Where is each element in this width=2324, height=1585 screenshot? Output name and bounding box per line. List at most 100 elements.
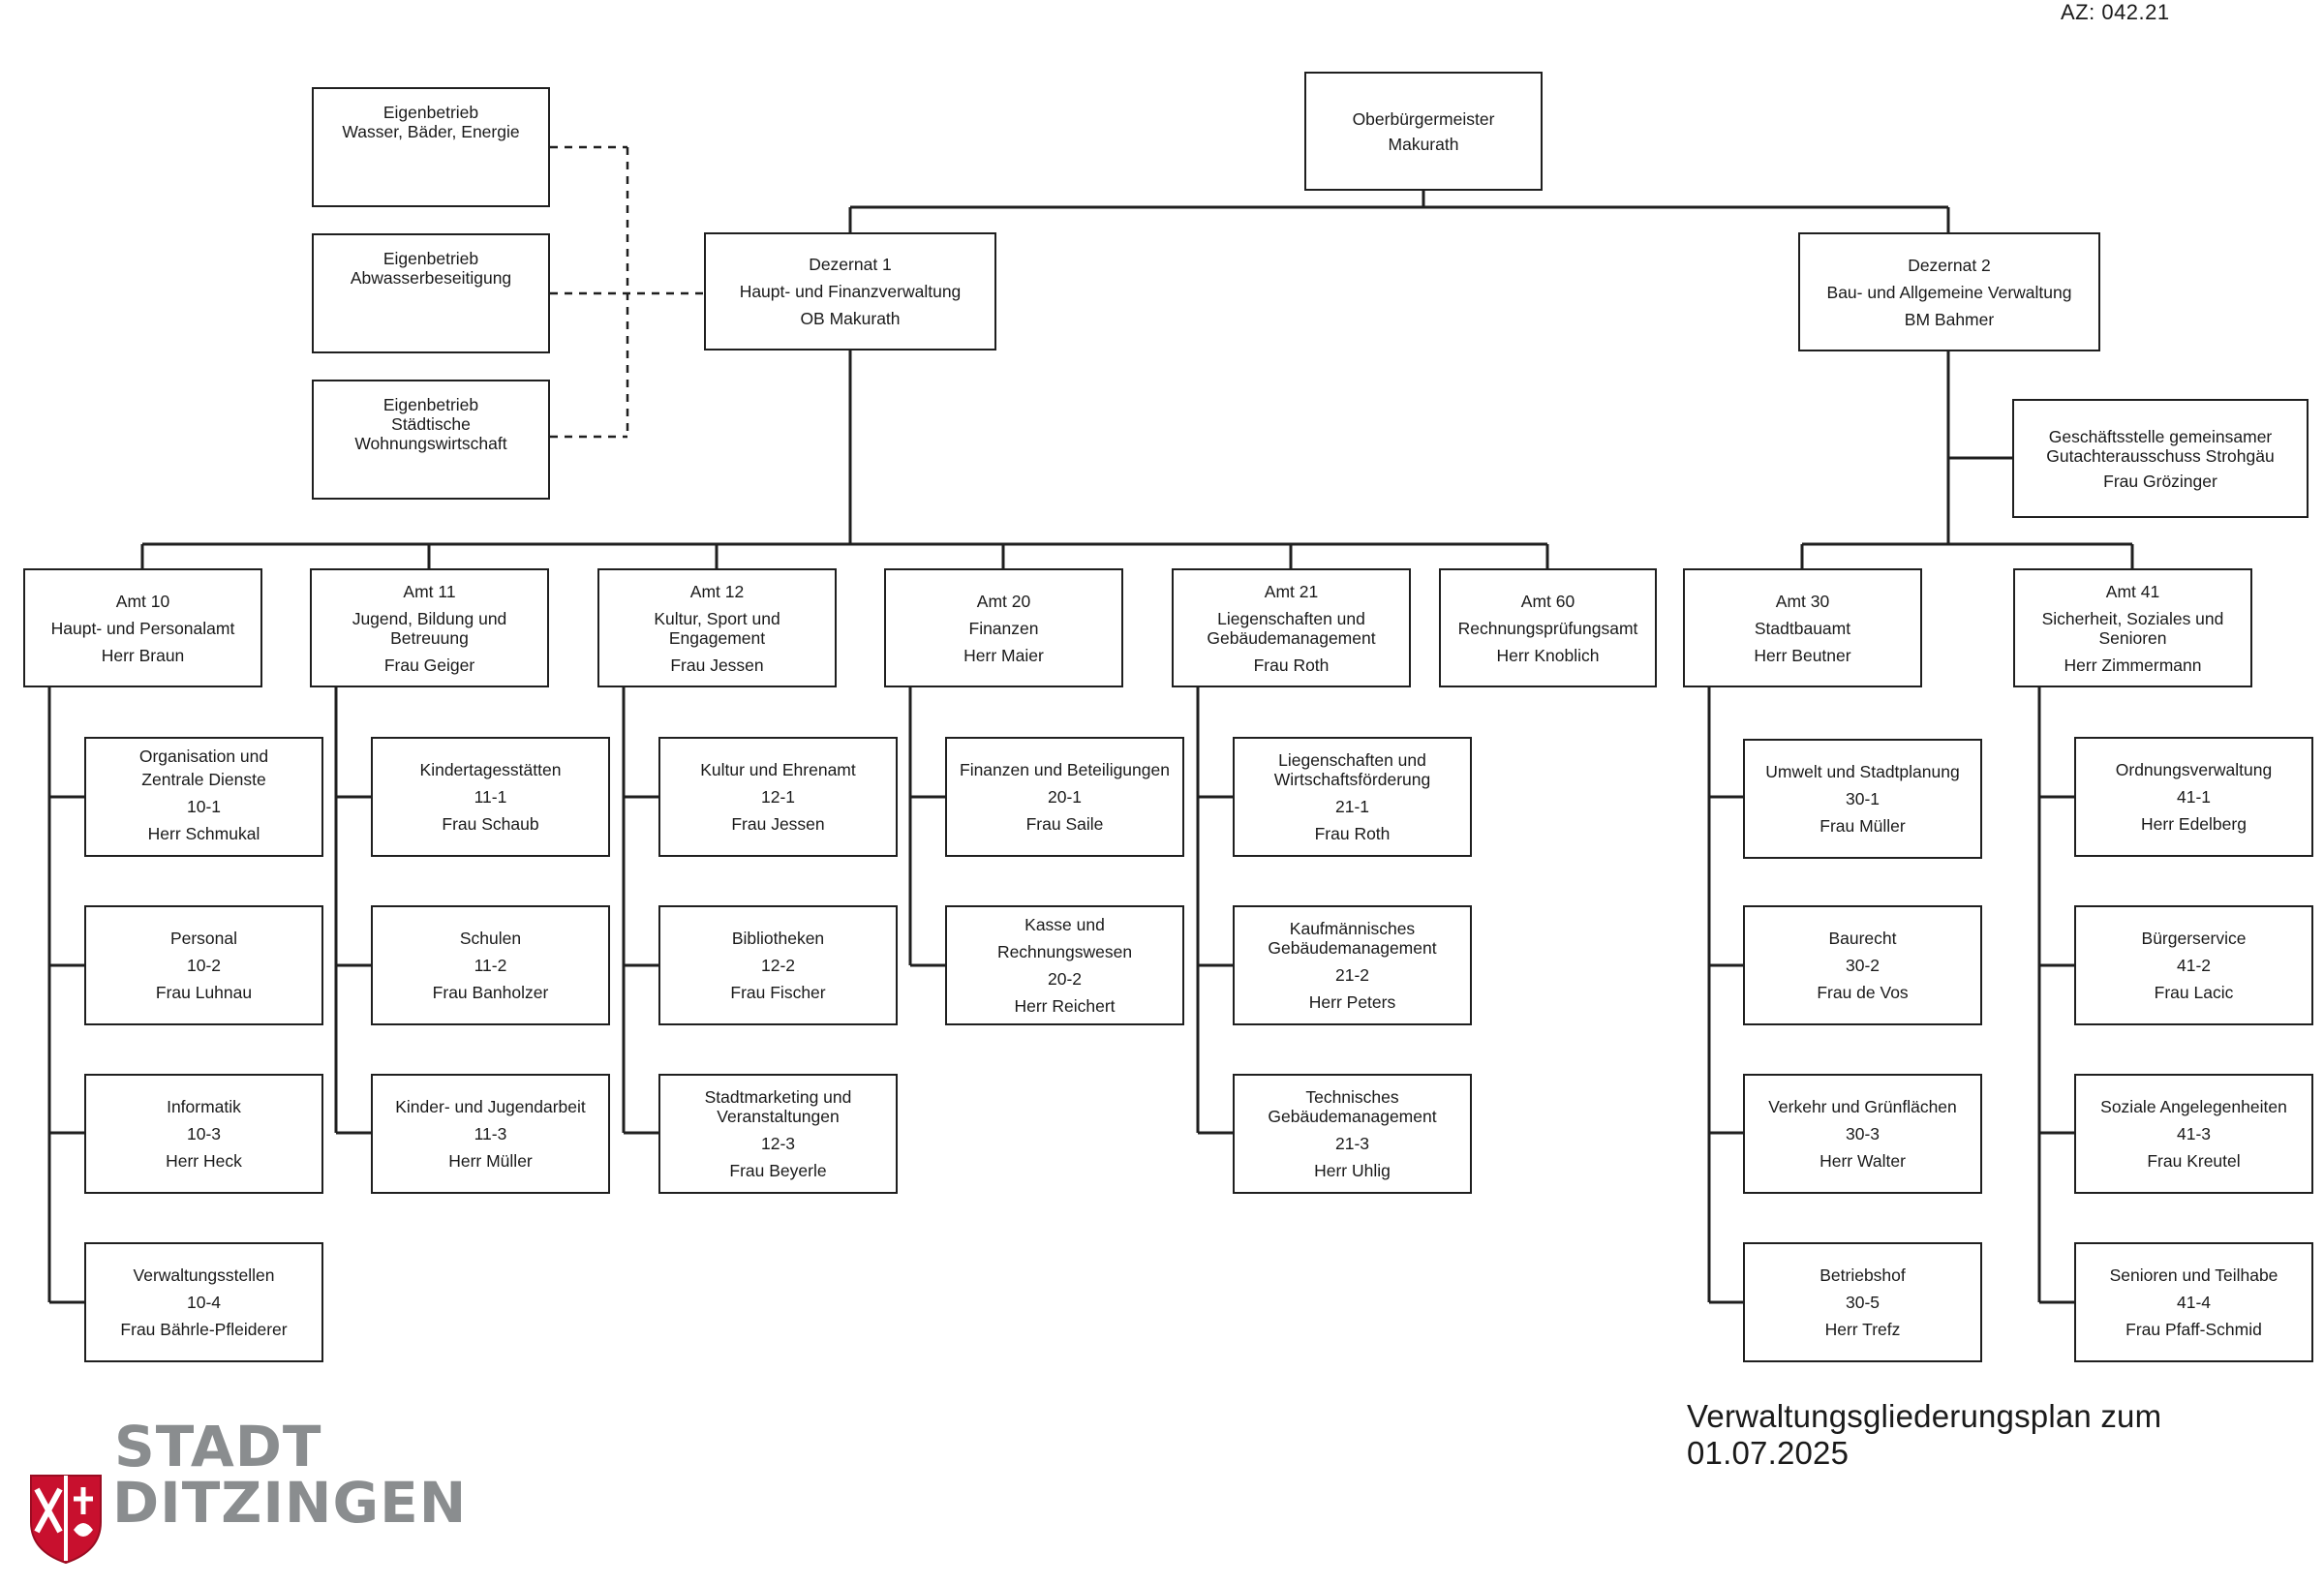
node-amt-20: Amt 20 Finanzen Herr Maier: [884, 568, 1123, 687]
unit-name: Finanzen und Beteiligungen: [960, 760, 1170, 779]
unit-name: Organisation und: [138, 746, 269, 766]
node-10-2: Personal 10-2 Frau Luhnau: [84, 905, 323, 1025]
unit-person: Frau Roth: [1314, 824, 1391, 843]
node-41-3: Soziale Angelegenheiten 41-3 Frau Kreute…: [2074, 1074, 2313, 1194]
node-11-3: Kinder- und Jugendarbeit 11-3 Herr Mülle…: [371, 1074, 610, 1194]
unit-code: 10-2: [186, 956, 222, 975]
node-title: Amt 20: [976, 591, 1031, 611]
unit-code: 20-2: [1047, 969, 1083, 989]
unit-person: Herr Trefz: [1824, 1320, 1901, 1339]
node-30-3: Verkehr und Grünflächen 30-3 Herr Walter: [1743, 1074, 1982, 1194]
unit-name: Bibliotheken: [731, 929, 825, 948]
unit-code: 30-3: [1845, 1124, 1881, 1143]
node-amt-12: Amt 12 Kultur, Sport und Engagement Frau…: [597, 568, 837, 687]
unit-code: 10-3: [186, 1124, 222, 1143]
node-person: Herr Beutner: [1754, 645, 1851, 665]
node-subtitle: Gutachterausschuss Strohgäu: [2046, 445, 2275, 466]
node-subtitle: Rechnungsprüfungsamt: [1457, 618, 1638, 638]
unit-code: 11-2: [474, 956, 507, 975]
unit-person: Herr Müller: [448, 1151, 533, 1171]
node-21-1: Liegenschaften und Wirtschaftsförderung …: [1233, 737, 1472, 857]
unit-name: Kasse und: [1024, 915, 1105, 934]
unit-person: Herr Heck: [166, 1151, 242, 1171]
node-person: OB Makurath: [800, 309, 901, 328]
unit-code: 21-2: [1334, 965, 1370, 985]
unit-name: Betriebshof: [1819, 1265, 1906, 1285]
reference-number: AZ: 042.21: [2061, 0, 2170, 24]
unit-code: 41-3: [2176, 1124, 2212, 1143]
node-subtitle: Liegenschaften und: [1217, 608, 1365, 628]
node-subtitle: Wasser, Bäder, Energie: [342, 122, 520, 141]
node-title: Amt 60: [1520, 591, 1575, 611]
logo-text-line-1: STADT: [114, 1414, 322, 1479]
node-subtitle: Abwasserbeseitigung: [350, 268, 512, 288]
unit-name: Senioren und Teilhabe: [2109, 1265, 2278, 1285]
node-subtitle-2: Engagement: [668, 627, 766, 648]
unit-person: Frau Müller: [1819, 816, 1906, 836]
city-logo: STADT DITZINGEN: [27, 1414, 466, 1578]
node-amt-41: Amt 41 Sicherheit, Soziales und Senioren…: [2013, 568, 2252, 687]
unit-code: 30-5: [1845, 1293, 1881, 1312]
node-41-2: Bürgerservice 41-2 Frau Lacic: [2074, 905, 2313, 1025]
node-title: Amt 12: [689, 581, 745, 601]
node-person: Herr Maier: [963, 645, 1044, 665]
node-person: Makurath: [1388, 134, 1459, 154]
unit-name: Baurecht: [1828, 929, 1897, 948]
unit-code: 10-4: [186, 1293, 222, 1312]
node-subtitle-2: Gebäudemanagement: [1207, 627, 1376, 648]
unit-person: Frau de Vos: [1817, 983, 1909, 1002]
unit-person: Frau Bährle-Pfleiderer: [120, 1320, 288, 1339]
node-person: Herr Knoblich: [1496, 645, 1600, 665]
logo-text-line-2: DITZINGEN: [112, 1470, 468, 1536]
node-12-1: Kultur und Ehrenamt 12-1 Frau Jessen: [658, 737, 898, 857]
node-subtitle: Haupt- und Personalamt: [50, 618, 235, 638]
node-subtitle: Finanzen: [968, 618, 1039, 638]
unit-code: 12-1: [760, 787, 796, 807]
node-title: Eigenbetrieb: [382, 103, 479, 122]
node-eigenbetrieb-abwasser: Eigenbetrieb Abwasserbeseitigung: [312, 233, 550, 353]
unit-person: Frau Kreutel: [2147, 1151, 2241, 1171]
node-subtitle: Stadtbauamt: [1754, 618, 1851, 638]
node-amt-10: Amt 10 Haupt- und Personalamt Herr Braun: [23, 568, 262, 687]
node-11-2: Schulen 11-2 Frau Banholzer: [371, 905, 610, 1025]
unit-code: 12-3: [760, 1134, 796, 1153]
unit-person: Frau Banholzer: [432, 983, 549, 1002]
unit-name: Verwaltungsstellen: [133, 1265, 275, 1285]
unit-code: 10-1: [186, 796, 222, 816]
unit-name: Kultur und Ehrenamt: [700, 760, 856, 779]
unit-name-2: Rechnungswesen: [996, 942, 1133, 961]
unit-name: Verkehr und Grünflächen: [1768, 1097, 1957, 1116]
unit-person: Herr Schmukal: [147, 823, 260, 843]
unit-name: Umwelt und Stadtplanung: [1765, 762, 1960, 781]
node-title: Dezernat 1: [809, 255, 892, 274]
unit-code: 41-1: [2176, 787, 2212, 807]
node-11-1: Kindertagesstätten 11-1 Frau Schaub: [371, 737, 610, 857]
unit-code: 21-1: [1334, 797, 1370, 816]
node-title: Amt 11: [403, 581, 456, 601]
node-subtitle-2: Senioren: [2098, 627, 2167, 648]
node-subtitle: Haupt- und Finanzverwaltung: [739, 282, 962, 301]
unit-person: Frau Lacic: [2154, 983, 2234, 1002]
node-dezernat-1: Dezernat 1 Haupt- und Finanzverwaltung O…: [704, 232, 996, 351]
node-subtitle: Kultur, Sport und: [654, 608, 780, 628]
unit-name-2: Veranstaltungen: [717, 1107, 840, 1126]
node-person: Herr Zimmermann: [2064, 655, 2202, 675]
node-title: Amt 30: [1775, 591, 1830, 611]
unit-name: Kindertagesstätten: [419, 760, 562, 779]
node-amt-30: Amt 30 Stadtbauamt Herr Beutner: [1683, 568, 1922, 687]
node-dezernat-2: Dezernat 2 Bau- und Allgemeine Verwaltun…: [1798, 232, 2100, 351]
node-12-3: Stadtmarketing und Veranstaltungen 12-3 …: [658, 1074, 898, 1194]
unit-code: 21-3: [1334, 1134, 1370, 1153]
node-amt-60: Amt 60 Rechnungsprüfungsamt Herr Knoblic…: [1439, 568, 1657, 687]
unit-person: Frau Schaub: [442, 814, 539, 834]
node-person: Frau Jessen: [670, 655, 764, 675]
node-41-1: Ordnungsverwaltung 41-1 Herr Edelberg: [2074, 737, 2313, 857]
unit-code: 30-1: [1845, 789, 1881, 808]
unit-name: Liegenschaften und: [1278, 750, 1426, 770]
node-10-1: Organisation und Zentrale Dienste 10-1 H…: [84, 737, 323, 857]
node-30-2: Baurecht 30-2 Frau de Vos: [1743, 905, 1982, 1025]
unit-person: Herr Walter: [1819, 1151, 1906, 1171]
unit-name: Kaufmännisches: [1289, 919, 1416, 938]
unit-person: Frau Beyerle: [729, 1161, 827, 1180]
